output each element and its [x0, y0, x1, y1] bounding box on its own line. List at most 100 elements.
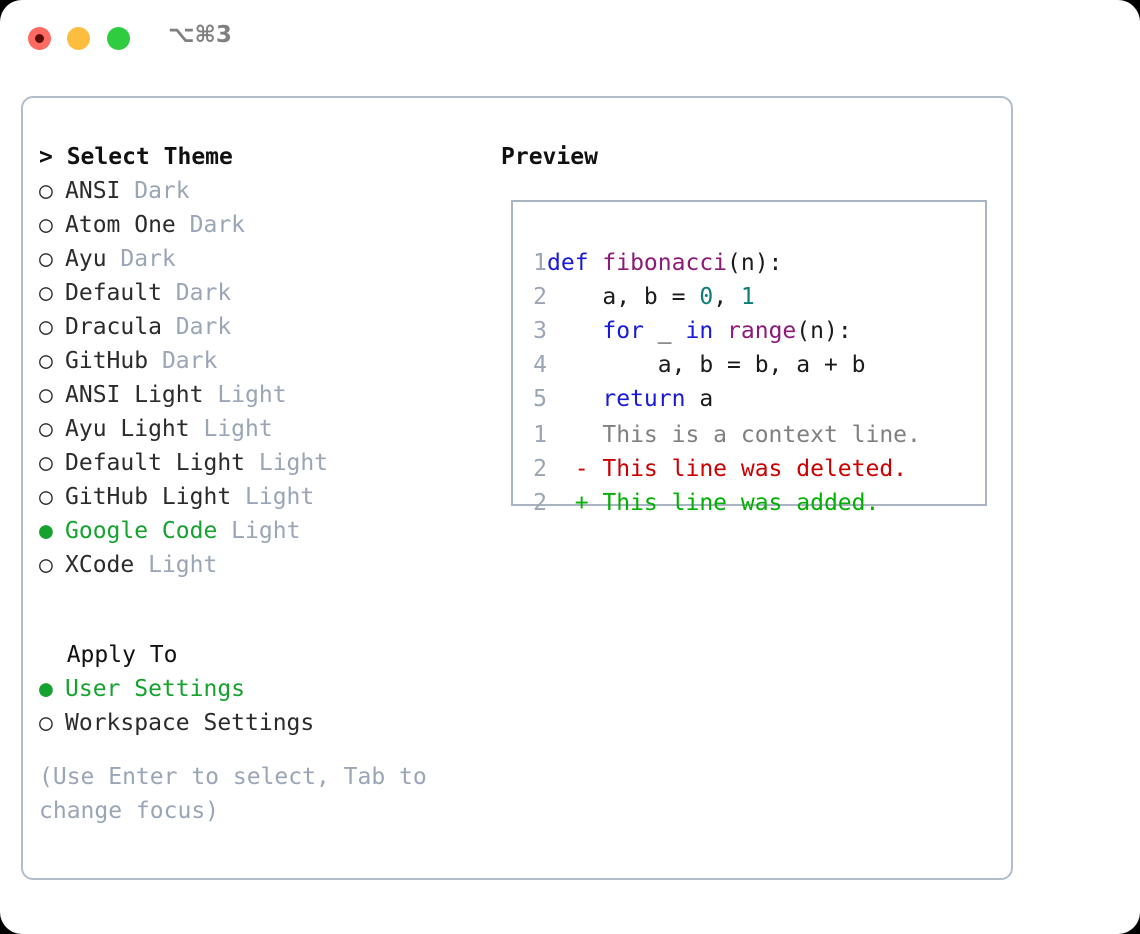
code-token — [547, 386, 602, 412]
theme-name-label: ANSI Light — [65, 382, 204, 408]
code-line: 5 return a — [525, 382, 866, 416]
line-number: 1 — [533, 422, 547, 448]
diff-line: 1 This is a context line. — [525, 418, 921, 452]
list-spacer — [39, 582, 479, 638]
theme-name-label: XCode — [65, 552, 135, 578]
theme-list-item[interactable]: ○ Atom One Dark — [39, 208, 479, 242]
theme-list-item[interactable]: ○ Ayu Light Light — [39, 412, 479, 446]
theme-list-item[interactable]: ○ ANSI Dark — [39, 174, 479, 208]
radio-unselected-icon[interactable]: ○ — [39, 348, 53, 374]
line-number: 5 — [533, 386, 547, 412]
code-line: 4 a, b = b, a + b — [525, 348, 866, 382]
line-number: 2 — [533, 490, 547, 516]
theme-variant-label: Light — [245, 450, 329, 476]
radio-unselected-icon[interactable]: ○ — [39, 280, 53, 306]
radio-unselected-icon[interactable]: ○ — [39, 212, 53, 238]
line-number: 2 — [533, 456, 547, 482]
radio-unselected-icon[interactable]: ○ — [39, 382, 53, 408]
maximize-window-button[interactable] — [107, 27, 130, 50]
apply-to-item[interactable]: ● User Settings — [39, 672, 479, 706]
theme-list-item[interactable]: ○ ANSI Light Light — [39, 378, 479, 412]
keyboard-shortcut-label: ⌥⌘3 — [168, 22, 232, 48]
apply-to-list[interactable]: ● User Settings ○ Workspace Settings — [39, 672, 479, 740]
recording-indicator-icon — [35, 34, 44, 43]
code-token: 1 — [740, 284, 755, 310]
theme-variant-label: Dark — [148, 348, 218, 374]
diff-text: This is a context line. — [588, 422, 921, 448]
radio-unselected-icon[interactable]: ○ — [39, 178, 53, 204]
theme-list-item[interactable]: ○Default Light Light — [39, 446, 479, 480]
theme-list-item[interactable]: ○ GitHub Light Light — [39, 480, 479, 514]
code-line: 1def fibonacci(n): — [525, 246, 866, 280]
preview-title: Preview — [501, 144, 598, 170]
minimize-window-button[interactable] — [67, 27, 90, 50]
diff-marker: - — [547, 456, 589, 482]
code-token: (n): — [796, 318, 852, 344]
code-line: 2 a, b = 0, 1 — [525, 280, 866, 314]
apply-to-title: Apply To — [39, 642, 178, 668]
theme-variant-label: Light — [134, 552, 218, 578]
radio-selected-icon[interactable]: ● — [39, 518, 53, 544]
theme-list-item[interactable]: ○ Ayu Dark — [39, 242, 479, 276]
theme-variant-label: Dark — [161, 280, 232, 306]
theme-name-label: Atom One — [65, 212, 176, 238]
theme-list-item[interactable]: ○Dracula Dark — [39, 310, 479, 344]
theme-list[interactable]: ○ANSI Dark○Atom One Dark○Ayu Dark○Defaul… — [39, 174, 479, 582]
radio-unselected-icon[interactable]: ○ — [39, 484, 53, 510]
theme-name-label: Ayu — [65, 246, 107, 272]
theme-picker-header: > Select Theme — [39, 144, 233, 170]
radio-unselected-icon[interactable]: ○ — [39, 552, 53, 578]
theme-list-item[interactable]: ○ GitHub Dark — [39, 344, 479, 378]
theme-list-item[interactable]: ●Google Code Light — [39, 514, 479, 548]
apply-to-label: Workspace Settings — [65, 710, 315, 736]
theme-name-label: Default — [65, 280, 162, 306]
code-token: , — [713, 284, 741, 310]
theme-variant-label: Dark — [175, 212, 246, 238]
apply-to-label: User Settings — [65, 676, 246, 702]
theme-variant-label: Light — [203, 382, 287, 408]
theme-name-label: GitHub Light — [65, 484, 232, 510]
code-token: def — [547, 250, 603, 276]
title-bar: ⌥⌘3 — [0, 0, 1140, 78]
radio-unselected-icon[interactable]: ○ — [39, 710, 53, 736]
diff-line: 2 - This line was deleted. — [525, 452, 921, 486]
code-token: _ — [643, 318, 686, 344]
radio-unselected-icon[interactable]: ○ — [39, 314, 53, 340]
code-token: fibonacci — [602, 250, 728, 276]
code-token: for — [602, 318, 644, 344]
radio-unselected-icon[interactable]: ○ — [39, 416, 53, 442]
line-number: 3 — [533, 318, 547, 344]
theme-name-label: Dracula — [65, 314, 162, 340]
theme-variant-label: Dark — [106, 246, 176, 272]
theme-list-item[interactable]: ○ Default Dark — [39, 276, 479, 310]
theme-picker-column: > Select Theme ○ANSI Dark○Atom One Dark○… — [39, 140, 479, 740]
theme-variant-label: Light — [189, 416, 273, 442]
theme-variant-label: Dark — [120, 178, 190, 204]
theme-variant-label: Light — [231, 484, 315, 510]
radio-unselected-icon[interactable]: ○ — [39, 450, 53, 476]
diff-line: 2 + This line was added. — [525, 486, 921, 520]
code-line: 3 for _ in range(n): — [525, 314, 866, 348]
line-number: 4 — [533, 352, 547, 378]
diff-text: This line was deleted. — [588, 456, 908, 482]
dialog-panel: > Select Theme ○ANSI Dark○Atom One Dark○… — [21, 96, 1013, 880]
theme-name-label: Ayu Light — [65, 416, 190, 442]
code-token: return — [602, 386, 686, 412]
theme-name-label: GitHub — [65, 348, 149, 374]
code-token: (n): — [727, 250, 783, 276]
keyboard-hint-text: (Use Enter to select, Tab to change focu… — [39, 764, 427, 824]
theme-name-label: ANSI — [65, 178, 121, 204]
code-token: in — [685, 318, 714, 344]
theme-list-item[interactable]: ○ XCode Light — [39, 548, 479, 582]
apply-to-item[interactable]: ○ Workspace Settings — [39, 706, 479, 740]
diff-text: This line was added. — [588, 490, 880, 516]
radio-selected-icon[interactable]: ● — [39, 676, 53, 702]
line-number: 1 — [533, 250, 547, 276]
code-token: a, b = b, a + b — [547, 352, 866, 378]
code-token: range — [727, 318, 797, 344]
radio-unselected-icon[interactable]: ○ — [39, 246, 53, 272]
code-token: a — [685, 386, 714, 412]
